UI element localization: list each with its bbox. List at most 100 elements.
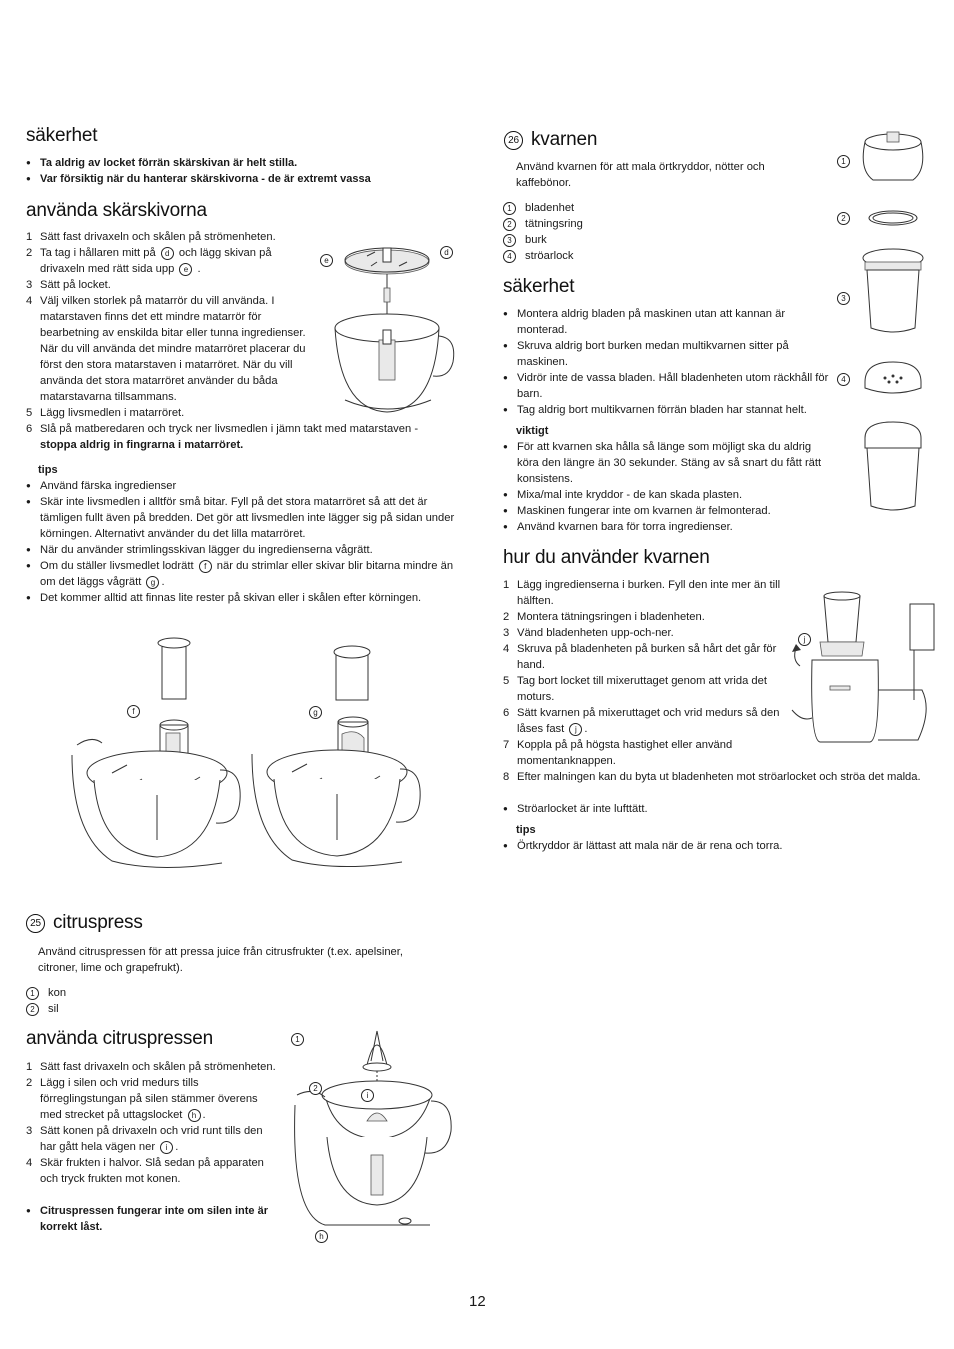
tips-label: tips <box>38 464 58 476</box>
tip-item: Använd färska ingredienser <box>26 478 456 494</box>
important-item: Använd kvarnen bara för torra ingrediens… <box>503 519 829 535</box>
tip-item: Örtkryddor är lättast att mala när de är… <box>503 838 903 854</box>
important-item: Mixa/mal inte kryddor - de kan skada pla… <box>503 487 829 503</box>
vertical-feed-illustration <box>71 637 241 869</box>
discs-heading: använda skärskivorna <box>26 200 207 221</box>
ref-i: i <box>160 1141 174 1154</box>
horizontal-feed-illustration <box>251 645 421 868</box>
important-item: Maskinen fungerar inte om kvarnen är fel… <box>503 503 829 519</box>
tips-list: Använd färska ingredienser Skär inte liv… <box>26 478 456 606</box>
label-h: h <box>315 1230 328 1243</box>
safety-item: Vidrör inte de vassa bladen. Håll bladen… <box>503 370 829 402</box>
ref-e: e <box>179 263 193 276</box>
label-d: d <box>440 246 453 259</box>
label-f: f <box>127 705 140 718</box>
safety-heading: säkerhet <box>26 125 98 146</box>
label-2: 2 <box>309 1082 322 1095</box>
mill-use-figure: j <box>791 590 940 755</box>
mill-parts-illustration <box>862 131 924 511</box>
horizontal-feed-figure: g <box>251 642 421 877</box>
label-2: 2 <box>837 212 850 225</box>
tip-item: När du använder strimlingsskivan lägger … <box>26 542 456 558</box>
label-j: j <box>798 633 811 646</box>
citrus-use-heading: använda citruspressen <box>26 1028 213 1049</box>
important-label: viktigt <box>516 425 549 437</box>
important-item: För att kvarnen ska hålla så länge som m… <box>503 439 829 487</box>
safety-item: Skruva aldrig bort burken medan multikva… <box>503 338 829 370</box>
safety-item: Var försiktig när du hanterar skärskivor… <box>26 171 466 187</box>
ref-j: j <box>569 723 583 736</box>
mill-safety-heading: säkerhet <box>503 276 575 297</box>
safety-item: Tag aldrig bort multikvarnen förrän blad… <box>503 402 829 418</box>
mill-safety-list: Montera aldrig bladen på maskinen utan a… <box>503 306 829 418</box>
mill-parts-figure: 1 2 3 4 <box>835 130 950 515</box>
ref-d: d <box>160 247 174 260</box>
safety-item: Ta aldrig av locket förrän skärskivan är… <box>26 155 466 171</box>
ref-h: h <box>187 1109 201 1122</box>
label-1: 1 <box>837 155 850 168</box>
tip-item: Skär inte livsmedlen i alltför små bitar… <box>26 494 456 542</box>
mill-on-machine-illustration <box>791 591 935 743</box>
ref-f: f <box>198 560 212 573</box>
label-4: 4 <box>837 373 850 386</box>
mill-note: Ströarlocket är inte lufttätt. <box>503 801 903 817</box>
mill-number: 26 <box>504 131 523 150</box>
tip-item: Det kommer alltid att finnas lite rester… <box>26 590 456 606</box>
important-list: För att kvarnen ska hålla så länge som m… <box>503 439 829 535</box>
label-1: 1 <box>291 1033 304 1046</box>
citrus-number: 25 <box>26 914 45 933</box>
citrus-warning: Citruspressen fungerar inte om silen int… <box>26 1203 276 1235</box>
citrus-press-illustration <box>294 1030 452 1226</box>
label-g: g <box>309 706 322 719</box>
vertical-feed-figure: f <box>71 635 241 875</box>
label-e: e <box>320 254 333 267</box>
warning-item: Citruspressen fungerar inte om silen int… <box>26 1203 276 1235</box>
disc-processor-illustration <box>334 247 455 413</box>
citrus-figure: 1 2 i h <box>285 1025 470 1245</box>
ref-g: g <box>146 576 160 589</box>
mill-use-heading: hur du använder kvarnen <box>503 547 710 568</box>
label-i: i <box>361 1089 374 1102</box>
mill-intro: Använd kvarnen för att mala örtkryddor, … <box>516 161 765 189</box>
page-number: 12 <box>469 1293 486 1310</box>
tip-item: Om du ställer livsmedlet lodrätt f när d… <box>26 558 456 590</box>
label-3: 3 <box>837 292 850 305</box>
citrus-intro: Använd citruspressen för att pressa juic… <box>38 946 403 974</box>
note-item: Ströarlocket är inte lufttätt. <box>503 801 903 817</box>
mill-tips-label: tips <box>516 824 536 836</box>
disc-figure: d e <box>315 240 460 420</box>
mill-tips-list: Örtkryddor är lättast att mala när de är… <box>503 838 903 854</box>
safety-list: Ta aldrig av locket förrän skärskivan är… <box>26 155 466 187</box>
